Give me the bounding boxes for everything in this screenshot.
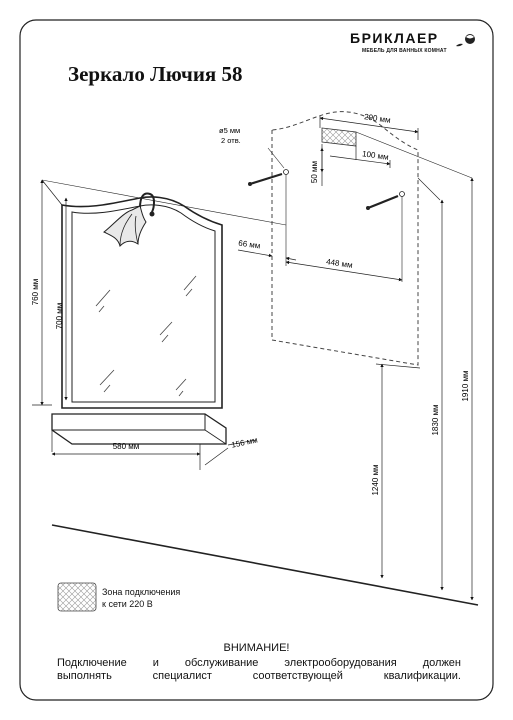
- rose-icon: [456, 34, 475, 47]
- label-floor-to-top: 1910 мм: [461, 370, 470, 401]
- dim-mirror-width: [51, 430, 201, 470]
- label-height-glass: 700 мм: [55, 303, 64, 330]
- dim-floor-to-holes: [375, 363, 421, 579]
- page-frame: [19, 19, 494, 701]
- warning-text: Подключение и обслуживание электрооборуд…: [57, 657, 461, 683]
- brand-name: БРИКЛАЕР: [350, 30, 439, 46]
- mirror-frame: [61, 196, 223, 409]
- dim-edge-offset: [237, 249, 297, 261]
- label-edge-offset: 66 мм: [238, 239, 261, 251]
- label-zone-height: 50 мм: [310, 161, 319, 183]
- label-shelf-depth: 156 мм: [231, 435, 259, 449]
- label-hole-diameter: ø5 мм: [219, 126, 240, 135]
- legend-text: Зона подключения к сети 220 В: [102, 586, 180, 610]
- dim-hole-spacing: [285, 260, 403, 282]
- wall-outline: [271, 111, 419, 366]
- screw-right: [366, 191, 405, 210]
- dim-height-total: [32, 179, 63, 406]
- legend-line-2: к сети 220 В: [102, 599, 153, 609]
- lamp: [103, 192, 155, 247]
- floor-line: [51, 524, 479, 606]
- label-zone-offset: 100 мм: [362, 149, 390, 162]
- warning-line-1: Подключение и обслуживание электрооборуд…: [57, 657, 461, 669]
- legend-line-1: Зона подключения: [102, 587, 181, 597]
- shelf: [51, 413, 227, 445]
- legend-swatch: [57, 582, 97, 612]
- mirror-front-view: [51, 192, 227, 445]
- label-hole-spacing: 448 мм: [326, 257, 354, 270]
- label-mirror-width: 580 мм: [113, 442, 140, 451]
- dim-shelf-depth: [204, 439, 257, 466]
- label-floor-to-bottom-top: 1830 мм: [431, 404, 440, 435]
- label-hole-count: 2 отв.: [221, 136, 241, 145]
- screw-left: [248, 169, 289, 186]
- label-zone-width: 290 мм: [364, 112, 392, 125]
- dim-zone-offset: [329, 146, 391, 168]
- mirror-glass: [71, 204, 216, 403]
- warning-line-2: выполнять специалист соответствующей ква…: [57, 670, 461, 682]
- warning-title: ВНИМАНИЕ!: [223, 642, 290, 654]
- label-height-total: 760 мм: [31, 279, 40, 306]
- brand-tagline: МЕБЕЛЬ ДЛЯ ВАННЫХ КОМНАТ: [362, 48, 447, 54]
- dim-zone-width: [319, 116, 419, 140]
- label-floor-to-holes: 1240 мм: [371, 464, 380, 495]
- page-title: Зеркало Лючия 58: [68, 62, 243, 86]
- power-zone: [321, 127, 357, 147]
